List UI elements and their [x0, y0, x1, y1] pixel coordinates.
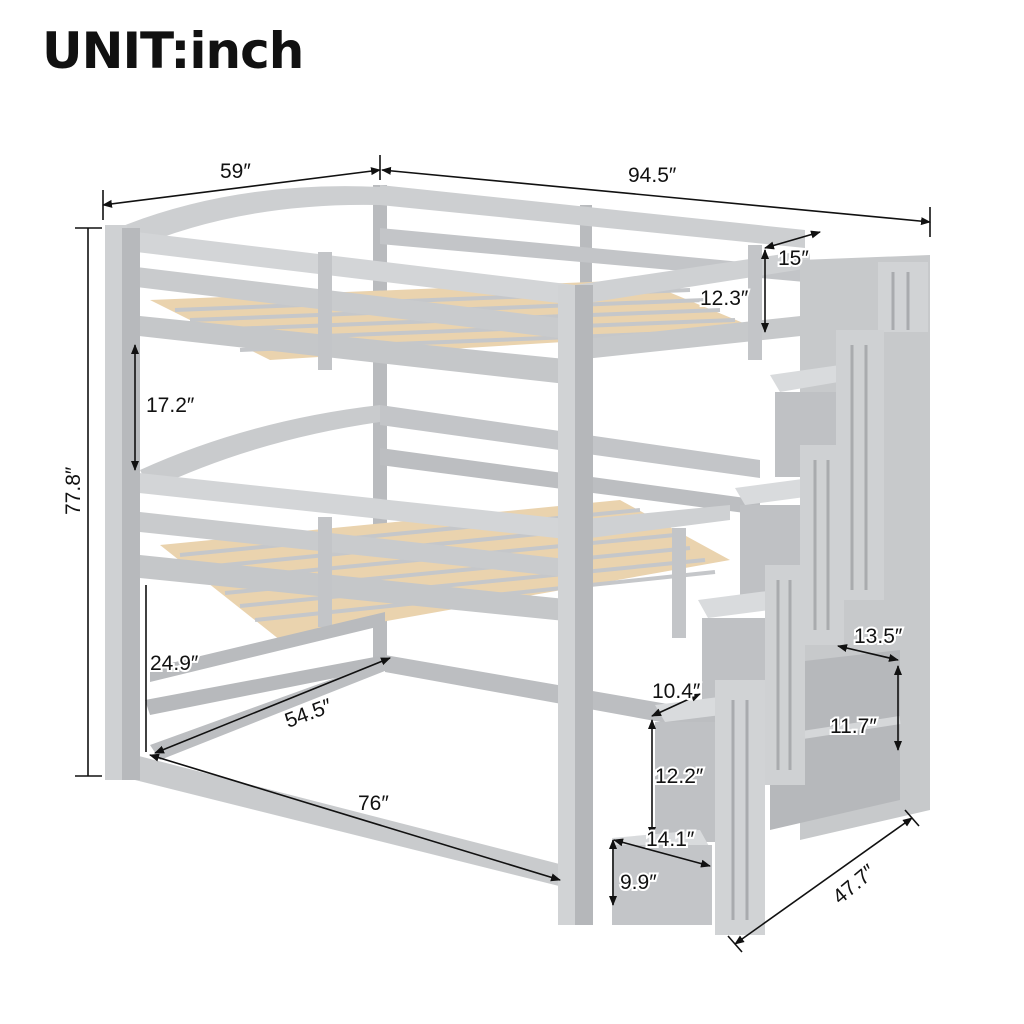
dim-overall-height: 77.8″ — [62, 466, 85, 515]
dim-rail-depth: 15″ — [778, 247, 809, 270]
dim-stair-width: 13.5″ — [854, 625, 903, 648]
dim-shelf-height: 11.7″ — [830, 715, 877, 738]
dim-step-depth: 10.4″ — [652, 680, 701, 703]
unit-title: UNIT:inch — [42, 22, 304, 80]
dim-bottom-step-height: 9.9″ — [620, 871, 657, 894]
dim-guardrail-height: 12.3″ — [700, 287, 749, 310]
dim-stair-depth: 47.7″ — [828, 860, 880, 909]
dim-bunk-clearance: 17.2″ — [146, 394, 195, 417]
dimension-lines — [75, 155, 931, 953]
dim-step-height: 12.2″ — [655, 765, 704, 788]
bed-frame — [105, 185, 810, 925]
dim-inner-length: 76″ — [358, 792, 389, 815]
dim-overall-width: 59″ — [220, 160, 251, 183]
dim-bottom-clearance: 24.9″ — [150, 652, 199, 675]
dim-overall-length: 94.5″ — [628, 164, 677, 187]
dim-bottom-step-width: 14.1″ — [646, 828, 695, 851]
